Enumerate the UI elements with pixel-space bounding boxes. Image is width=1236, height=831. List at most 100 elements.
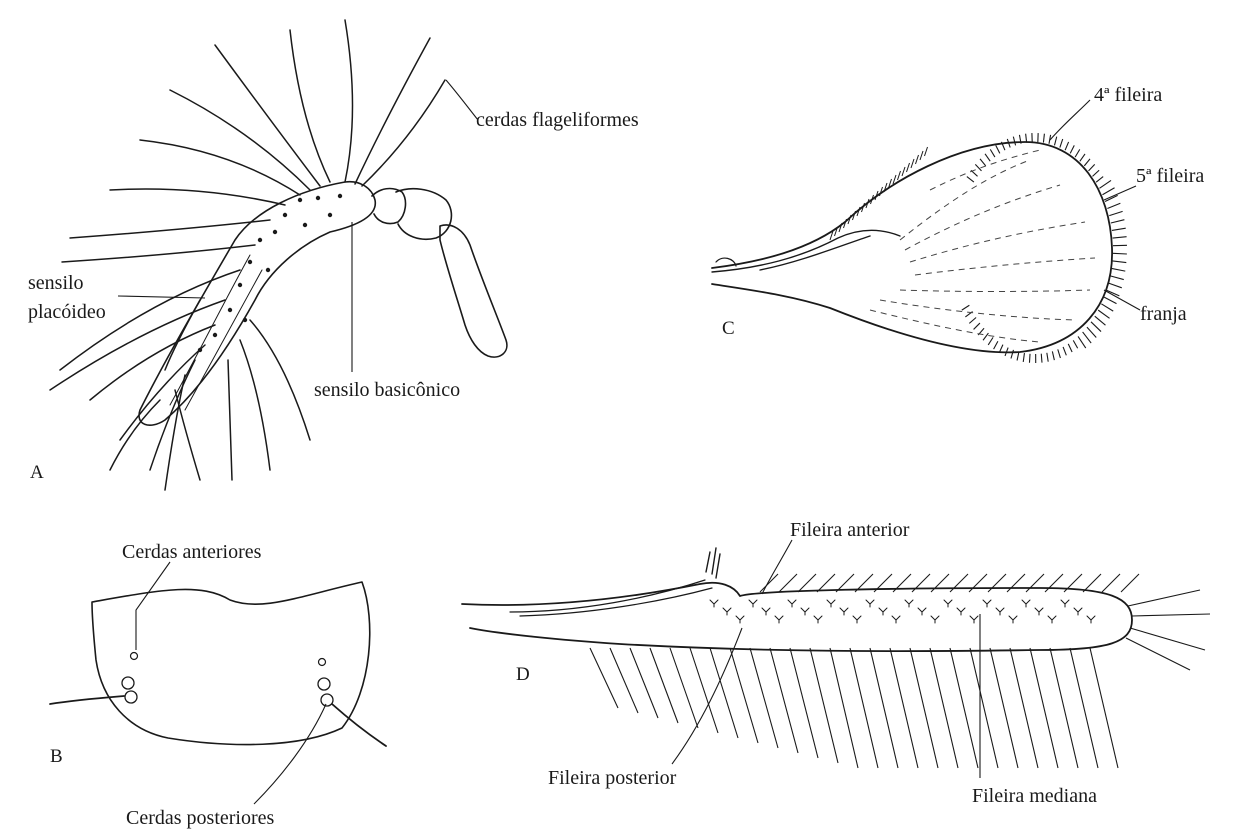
disc-seta <box>1022 600 1030 607</box>
flageliform-seta <box>62 245 255 262</box>
flageliform-seta <box>228 360 232 480</box>
hindwing-hamuli <box>706 548 720 578</box>
fringe-seta <box>1091 322 1101 332</box>
antenna-pore <box>273 230 277 234</box>
antenna-pore <box>228 308 232 312</box>
label-fileira-posterior: Fileira posterior <box>548 767 677 789</box>
flageliform-seta <box>110 189 285 205</box>
setae-row <box>900 290 1090 292</box>
fringe-seta <box>1110 276 1124 280</box>
anterior-fringe-seta <box>931 574 949 592</box>
costal-seta <box>898 171 901 180</box>
fringe-seta <box>1029 354 1030 363</box>
fringe-seta <box>1073 340 1077 348</box>
panel-letter-d: D <box>516 664 530 685</box>
antenna-club <box>440 225 507 357</box>
flageliform-seta <box>345 20 353 182</box>
label-sensilo: sensilo <box>28 272 84 294</box>
flageliform-seta <box>215 45 320 186</box>
panel-c-forewing: 4ª fileira 5ª fileira franja C <box>712 84 1204 363</box>
fringe-seta <box>1092 170 1099 176</box>
costal-seta <box>902 167 905 176</box>
anterior-seta-left <box>131 653 138 660</box>
fringe-seta <box>1099 180 1111 188</box>
panel-letter-a: A <box>30 462 44 483</box>
flageliform-seta <box>240 340 270 470</box>
fringe-seta <box>1112 268 1126 271</box>
posterior-socket-left-2 <box>125 691 137 703</box>
posterior-socket-left-1 <box>122 677 134 689</box>
fringe-seta <box>1078 336 1086 348</box>
fringe-seta <box>1098 310 1109 318</box>
fringe-seta <box>1047 353 1048 362</box>
fringe-seta <box>996 145 1000 153</box>
disc-seta <box>1035 608 1043 615</box>
fringe-seta <box>994 341 998 349</box>
fringe-seta <box>1112 228 1126 230</box>
forewing-fringe <box>830 133 1127 363</box>
antenna-pore <box>198 348 202 352</box>
fringe-seta <box>1104 297 1116 303</box>
anterior-fringe-seta <box>1102 574 1120 592</box>
fringe-seta <box>969 317 976 323</box>
label-cerdas-anteriores: Cerdas anteriores <box>122 541 262 563</box>
disc-seta <box>983 600 991 607</box>
fringe-seta <box>1011 350 1013 359</box>
fringe-seta <box>1080 154 1085 161</box>
setae-row <box>900 160 1030 240</box>
flageliform-seta <box>170 90 310 190</box>
fringe-seta <box>1109 211 1122 215</box>
label-franja: franja <box>1140 303 1187 325</box>
setae-row <box>915 258 1095 275</box>
fringe-seta <box>1096 177 1103 183</box>
label-placoideo: placóideo <box>28 301 106 323</box>
hindwing-setae-rows <box>710 600 1095 623</box>
disc-seta <box>723 608 731 615</box>
apical-fringe-seta <box>1132 614 1210 616</box>
setae-row <box>905 185 1060 250</box>
fringe-seta <box>1101 304 1113 311</box>
fringe-seta <box>1063 347 1066 355</box>
costal-seta <box>911 159 914 168</box>
hindwing-fringe <box>590 574 1210 768</box>
antenna-pore <box>303 223 307 227</box>
fringe-seta <box>1060 139 1063 148</box>
label-sensilo-basiconico: sensilo basicônico <box>314 379 460 401</box>
flageliform-seta <box>355 38 430 184</box>
panel-d-hindwing: Fileira anterior Fileira posterior Filei… <box>462 519 1210 807</box>
hindwing-outline <box>462 583 1132 651</box>
disc-seta <box>775 616 783 623</box>
fringe-seta <box>1084 159 1090 166</box>
anterior-fringe-seta <box>760 574 778 592</box>
disc-seta <box>1087 616 1095 623</box>
fringe-seta <box>1065 142 1068 150</box>
disc-seta <box>827 600 835 607</box>
antenna-pore <box>213 333 217 337</box>
leader-placoideo <box>118 296 205 298</box>
fringe-seta <box>1075 149 1080 157</box>
apical-fringe-seta <box>1130 628 1205 650</box>
label-4a-fileira: 4ª fileira <box>1094 84 1162 106</box>
fringe-seta <box>1023 353 1024 362</box>
leader-anterior <box>762 540 792 594</box>
anterior-fringe-seta <box>950 574 968 592</box>
disc-seta <box>957 608 965 615</box>
disc-seta <box>749 600 757 607</box>
disc-seta <box>1061 600 1069 607</box>
flageliform-seta <box>70 220 270 238</box>
fringe-seta <box>1043 134 1044 143</box>
disc-seta <box>736 616 744 623</box>
leader-fileira5 <box>1104 186 1136 200</box>
fringe-seta <box>990 149 995 157</box>
flageliform-seta <box>175 390 200 480</box>
flageliform-seta <box>140 140 300 195</box>
leader-flageliformes <box>446 80 478 120</box>
disc-seta <box>762 608 770 615</box>
anterior-fringe-seta <box>779 574 797 592</box>
posterior-seta-right <box>332 704 386 746</box>
disc-seta <box>879 608 887 615</box>
leader-posteriores <box>254 704 326 804</box>
posterior-socket-right-1 <box>318 678 330 690</box>
disc-seta <box>905 600 913 607</box>
antenna-pore <box>338 194 342 198</box>
